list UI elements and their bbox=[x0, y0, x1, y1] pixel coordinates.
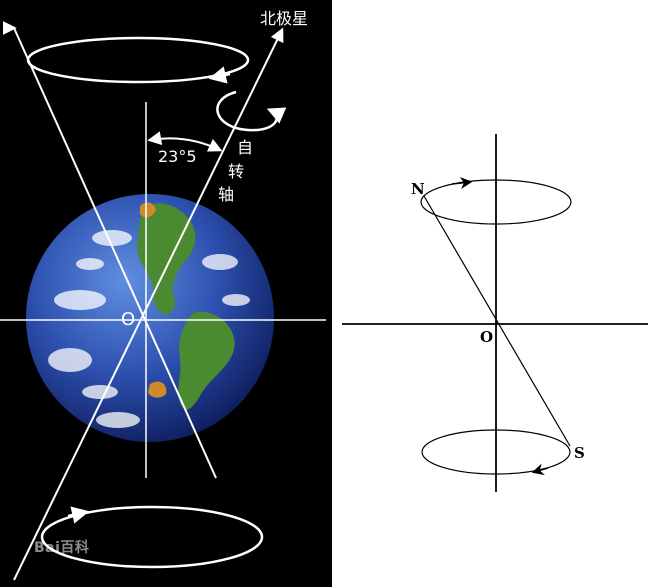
axis-label-char-3: 轴 bbox=[218, 185, 234, 204]
land-north-america bbox=[137, 203, 196, 315]
top-precession-ellipse bbox=[26, 36, 250, 84]
bottom-precession-ellipse bbox=[40, 505, 264, 569]
cone-line-left-upper bbox=[13, 27, 217, 479]
earth-clouds bbox=[48, 230, 250, 428]
schematic-top-arrow bbox=[451, 177, 473, 190]
axis-label-char-1: 自 bbox=[237, 138, 253, 157]
rotation-axis-line bbox=[13, 27, 284, 581]
earth-precession-svg: 北极星 23°5 自 转 轴 O bbox=[0, 9, 326, 581]
precession-schematic-panel: N S O bbox=[332, 0, 668, 587]
land-south-america bbox=[178, 311, 235, 410]
right-origin-label: O bbox=[480, 328, 493, 346]
precession-schematic-svg: N S O bbox=[342, 134, 648, 492]
earth-globe bbox=[26, 194, 274, 442]
top-precession-arrow bbox=[208, 66, 231, 84]
earth-precession-panel: 北极星 23°5 自 转 轴 O Bai百科 bbox=[0, 0, 332, 587]
land-desert-north bbox=[140, 202, 156, 218]
schematic-top-ellipse bbox=[420, 179, 572, 225]
north-label: N bbox=[411, 180, 425, 198]
schematic-bottom-arrow bbox=[531, 463, 549, 476]
schematic-bottom-ellipse bbox=[421, 429, 571, 475]
left-origin-label: O bbox=[121, 309, 135, 330]
land-desert-south bbox=[148, 381, 167, 398]
tilt-angle-label: 23°5 bbox=[158, 147, 197, 166]
schematic-tilted-axis bbox=[423, 195, 571, 447]
tilt-angle-arc bbox=[147, 131, 223, 152]
watermark-logo: Bai百科 bbox=[34, 540, 90, 556]
north-star-label: 北极星 bbox=[260, 9, 308, 28]
spin-direction-arrow bbox=[216, 90, 287, 132]
south-label: S bbox=[574, 444, 585, 462]
axis-label-char-2: 转 bbox=[228, 162, 244, 181]
bottom-precession-arrow bbox=[67, 506, 90, 524]
